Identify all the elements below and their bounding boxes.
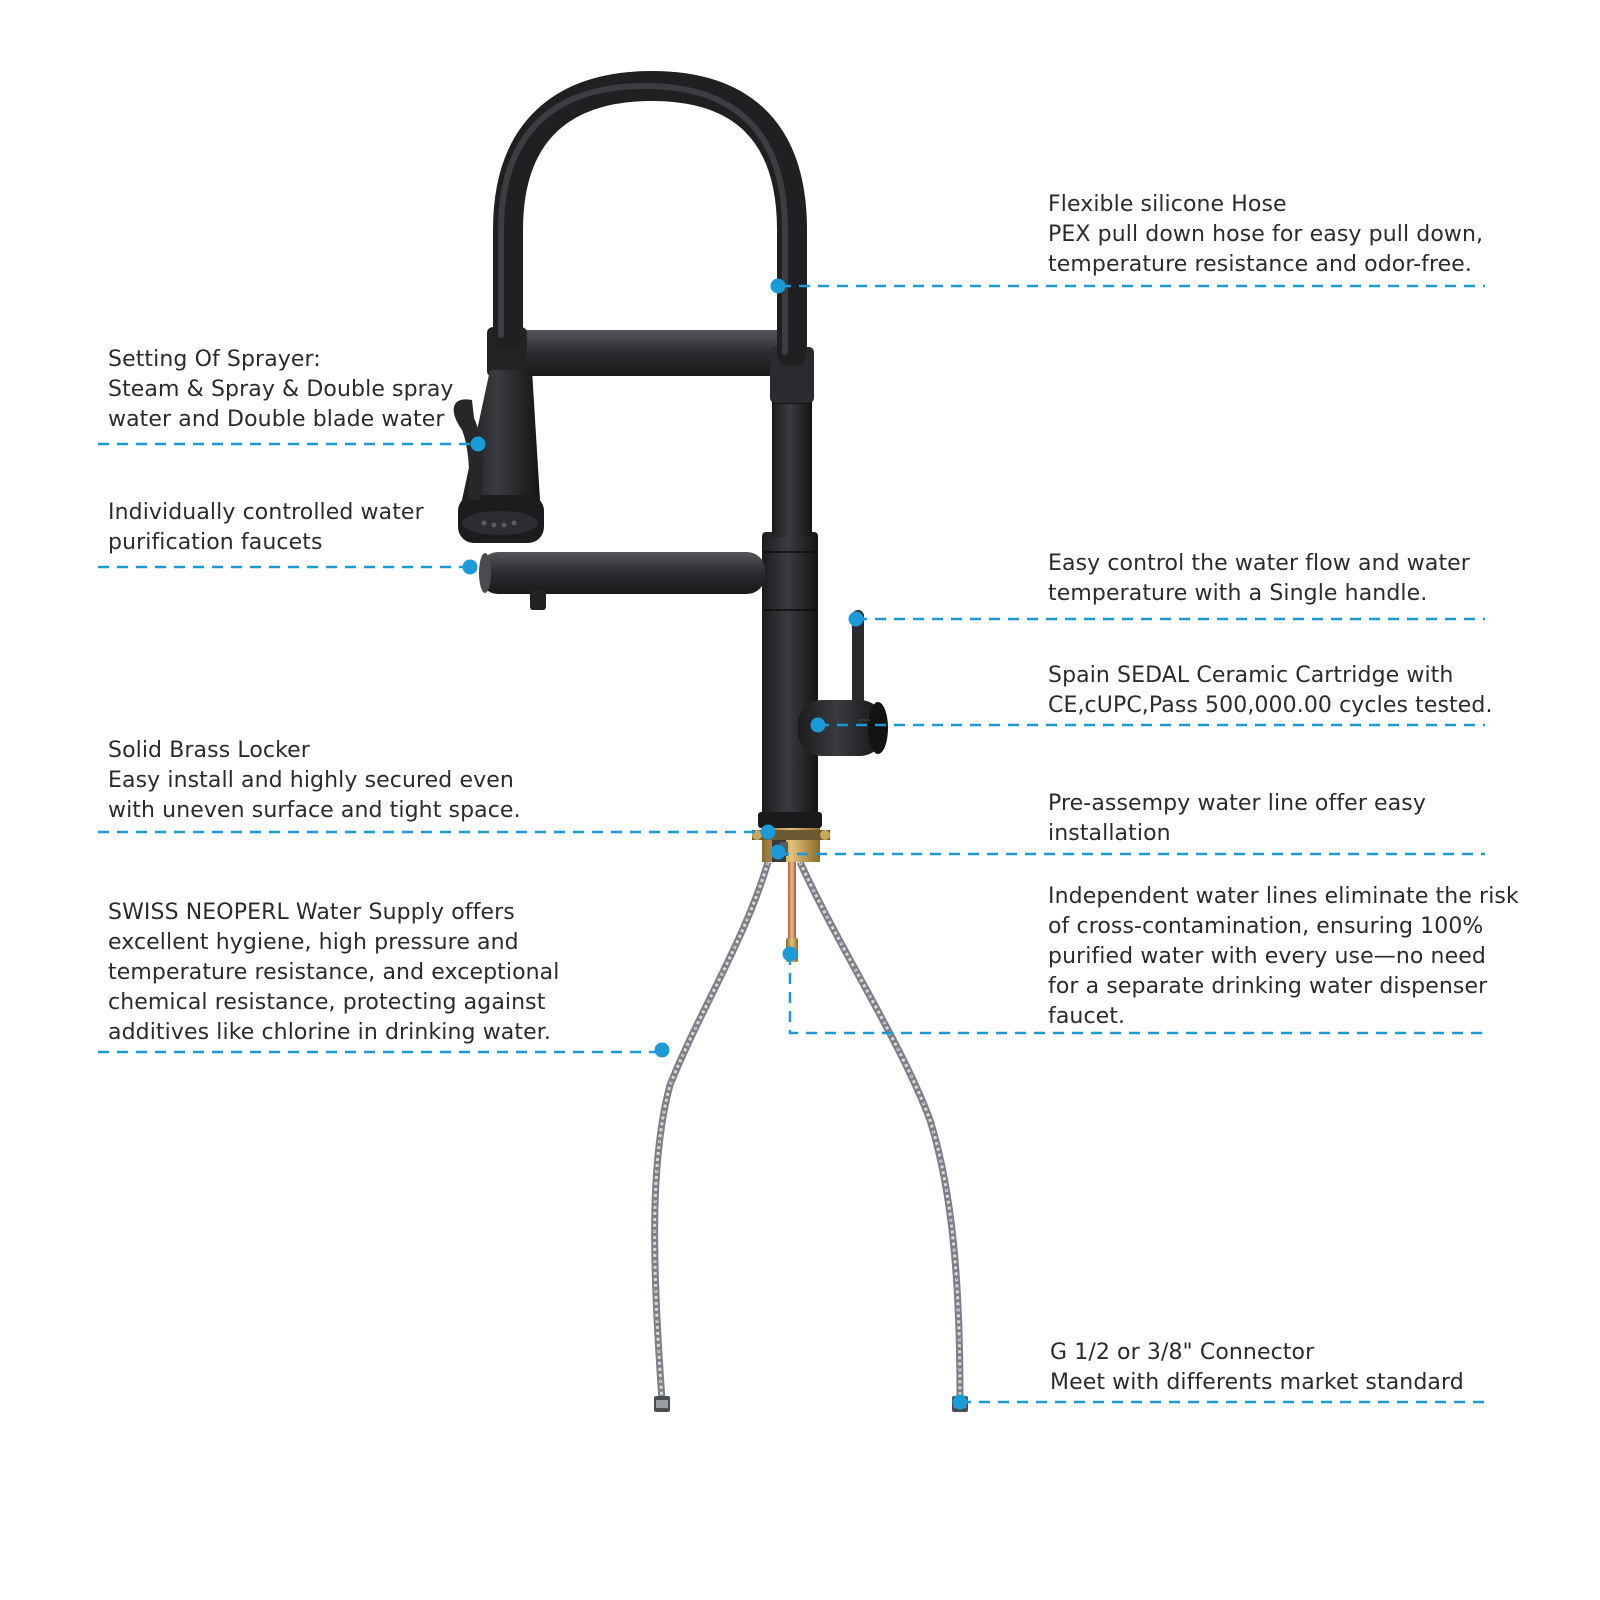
- faucet-body: [762, 532, 818, 827]
- waterline-marker-dot: [770, 844, 786, 860]
- callout-leaders: [98, 278, 1485, 1410]
- handle-callout-text: Easy control the water flow and water tem…: [1048, 549, 1470, 609]
- callout-line: PEX pull down hose for easy pull down,: [1048, 222, 1484, 247]
- purification-marker-dot: [462, 559, 478, 575]
- callout-line: chemical resistance, protecting against: [108, 990, 546, 1015]
- independent-leader-line: [788, 954, 1485, 1035]
- independent-marker-dot: [782, 946, 798, 962]
- supply-callout-text: SWISS NEOPERL Water Supply offers excelle…: [108, 898, 559, 1048]
- sprayer-callout-text: Setting Of Sprayer: Steam & Spray & Doubl…: [108, 345, 454, 435]
- callout-line: of cross-contamination, ensuring 100%: [1048, 914, 1484, 939]
- callout-line: additives like chlorine in drinking wate…: [108, 1020, 551, 1045]
- callout-line: Independent water lines eliminate the ri…: [1048, 884, 1519, 909]
- sprayer-head: [453, 370, 544, 543]
- callout-line: Setting Of Sprayer:: [108, 347, 321, 372]
- callout-line: Spain SEDAL Ceramic Cartridge with: [1048, 663, 1454, 688]
- locker-marker-dot: [760, 824, 776, 840]
- purification-spout: [479, 552, 765, 610]
- callout-line: CE,cUPC,Pass 500,000.00 cycles tested.: [1048, 693, 1493, 718]
- callout-line: Pre-assempy water line offer easy: [1048, 791, 1426, 816]
- callout-line: with uneven surface and tight space.: [108, 798, 521, 823]
- callout-line: Easy install and highly secured even: [108, 768, 514, 793]
- sprayer-marker-dot: [470, 436, 486, 452]
- callout-line: excellent hygiene, high pressure and: [108, 930, 519, 955]
- svg-text:~~~: ~~~: [858, 718, 871, 724]
- callout-line: water and Double blade water: [108, 407, 445, 432]
- callout-line: for a separate drinking water dispenser: [1048, 974, 1488, 999]
- right-supply-hose: [796, 860, 964, 1401]
- independent-callout-text: Independent water lines eliminate the ri…: [1048, 882, 1519, 1032]
- callout-line: SWISS NEOPERL Water Supply offers: [108, 900, 515, 925]
- callout-line: purified water with every use—no need: [1048, 944, 1486, 969]
- callout-line: Meet with differents market standard: [1050, 1370, 1464, 1395]
- sprayer-switch: [453, 399, 484, 500]
- cartridge-marker-dot: [810, 717, 826, 733]
- callout-line: Individually controlled water: [108, 500, 424, 525]
- handle-marker-dot: [848, 611, 864, 627]
- callout-line: purification faucets: [108, 530, 323, 555]
- left-supply-hose: [651, 861, 772, 1401]
- waterline-callout-text: Pre-assempy water line offer easy install…: [1048, 789, 1426, 849]
- faucet-illustration: ~~~: [453, 70, 968, 1412]
- callout-line: temperature with a Single handle.: [1048, 581, 1428, 606]
- callout-line: installation: [1048, 821, 1171, 846]
- copper-water-line: [788, 858, 796, 948]
- callout-line: G 1/2 or 3/8" Connector: [1050, 1340, 1315, 1365]
- connector-marker-dot: [952, 1394, 968, 1410]
- callout-line: Steam & Spray & Double spray: [108, 377, 454, 402]
- callout-line: temperature resistance and odor-free.: [1048, 252, 1472, 277]
- callout-line: temperature resistance, and exceptional: [108, 960, 560, 985]
- supply-marker-dot: [654, 1042, 670, 1058]
- callout-line: Solid Brass Locker: [108, 738, 310, 763]
- callout-line: faucet.: [1048, 1004, 1126, 1029]
- purification-callout-text: Individually controlled water purificatio…: [108, 498, 424, 558]
- hose-guide-bar: [490, 330, 796, 376]
- callout-line: Flexible silicone Hose: [1048, 192, 1287, 217]
- hose-marker-dot: [770, 278, 786, 294]
- single-handle: ~~~: [798, 610, 888, 756]
- callout-line: Easy control the water flow and water: [1048, 551, 1470, 576]
